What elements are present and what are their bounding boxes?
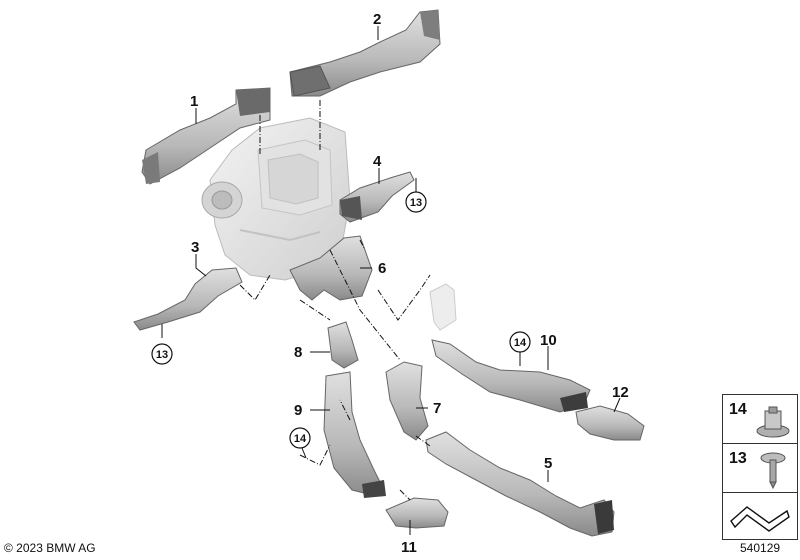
assembly-lines	[239, 100, 431, 501]
callout-3: 3	[191, 239, 199, 256]
bracket-symbol-icon	[730, 506, 790, 532]
callout-10: 10	[540, 332, 557, 349]
part-12-duct	[575, 405, 645, 441]
svg-text:13: 13	[156, 349, 168, 361]
circle-callout-14-a: 14	[509, 331, 531, 353]
svg-text:13: 13	[410, 197, 422, 209]
nut-icon	[756, 406, 790, 438]
part-11-duct	[385, 497, 449, 529]
part-7-duct	[385, 361, 429, 441]
screw-icon	[760, 452, 786, 490]
callout-4: 4	[373, 153, 382, 170]
part-10-duct	[431, 339, 591, 413]
circle-callout-13-b: 13	[151, 343, 173, 365]
part-4-duct	[339, 171, 415, 223]
callout-2: 2	[373, 11, 381, 28]
part-3-duct	[133, 267, 243, 331]
callout-5: 5	[544, 455, 552, 472]
circle-callout-14-b: 14	[289, 427, 311, 449]
part-5-duct	[425, 431, 615, 537]
callout-6: 6	[378, 260, 386, 277]
part-8-duct	[327, 321, 359, 369]
callout-8: 8	[294, 344, 302, 361]
svg-text:14: 14	[294, 433, 307, 445]
hvac-housing	[201, 117, 351, 281]
callout-1: 1	[190, 93, 198, 110]
callout-12: 12	[612, 384, 629, 401]
diagram-number: 540129	[740, 541, 781, 555]
legend-item-bracket	[722, 492, 798, 540]
callout-11: 11	[401, 539, 417, 556]
callout-leaders	[161, 26, 621, 535]
legend-number-13: 13	[729, 450, 747, 467]
part-2-duct	[289, 9, 441, 97]
copyright-text: © 2023 BMW AG	[4, 541, 96, 555]
callout-7: 7	[433, 400, 441, 417]
svg-text:14: 14	[514, 337, 527, 349]
legend-number-14: 14	[729, 401, 747, 418]
circle-callout-13-a: 13	[405, 191, 427, 213]
legend-item-13: 13	[722, 443, 798, 493]
part-1-duct	[141, 87, 271, 185]
part-9-duct	[323, 371, 386, 498]
callout-9: 9	[294, 402, 302, 419]
part-6-duct	[289, 235, 373, 301]
ghost-panel	[429, 283, 457, 331]
legend-item-14: 14	[722, 394, 798, 444]
